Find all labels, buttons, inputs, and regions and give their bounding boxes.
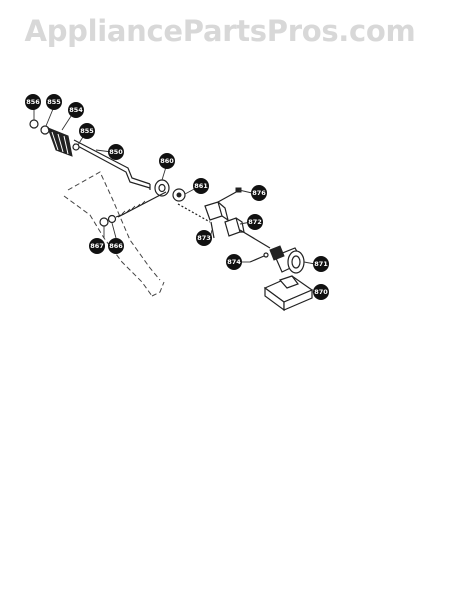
callout-861: 861 (193, 178, 209, 194)
svg-text:855: 855 (80, 127, 94, 135)
panel-outline (63, 171, 165, 297)
svg-text:867: 867 (90, 242, 104, 250)
motor (269, 245, 305, 274)
svg-text:874: 874 (227, 258, 241, 266)
callout-872: 872 (247, 214, 263, 230)
svg-text:861: 861 (194, 182, 208, 190)
callout-876: 876 (251, 185, 267, 201)
switch-bracket (204, 201, 271, 249)
shaft-rod (73, 139, 151, 190)
callout-871: 871 (313, 256, 329, 272)
svg-text:876: 876 (252, 189, 266, 197)
svg-text:854: 854 (69, 106, 83, 114)
screw (217, 187, 242, 203)
svg-text:855: 855 (47, 98, 61, 106)
svg-text:873: 873 (197, 234, 211, 242)
svg-text:860: 860 (160, 157, 174, 165)
threaded-rod (117, 191, 211, 223)
callout-867: 867 (89, 238, 105, 254)
leader-lines (33, 108, 316, 293)
bushing-washer (154, 179, 186, 202)
small-screw (249, 252, 269, 263)
watermark-text: AppliancePartsPros.com (24, 14, 416, 48)
svg-text:872: 872 (248, 218, 262, 226)
callout-874: 874 (226, 254, 242, 270)
callout-856: 856 (25, 94, 41, 110)
svg-text:850: 850 (109, 148, 123, 156)
svg-text:866: 866 (109, 242, 123, 250)
svg-text:871: 871 (314, 260, 328, 268)
callout-870: 870 (313, 284, 329, 300)
svg-text:870: 870 (314, 288, 328, 296)
knob-assembly (29, 119, 80, 157)
callout-866: 866 (108, 238, 124, 254)
callout-873: 873 (196, 230, 212, 246)
callout-855-upper: 855 (46, 94, 62, 110)
callout-850: 850 (108, 144, 124, 160)
callout-860: 860 (159, 153, 175, 169)
base-block (263, 275, 314, 312)
callout-854: 854 (68, 102, 84, 118)
svg-text:856: 856 (26, 98, 40, 106)
knob-grip (47, 127, 73, 157)
callout-855-lower: 855 (79, 123, 95, 139)
